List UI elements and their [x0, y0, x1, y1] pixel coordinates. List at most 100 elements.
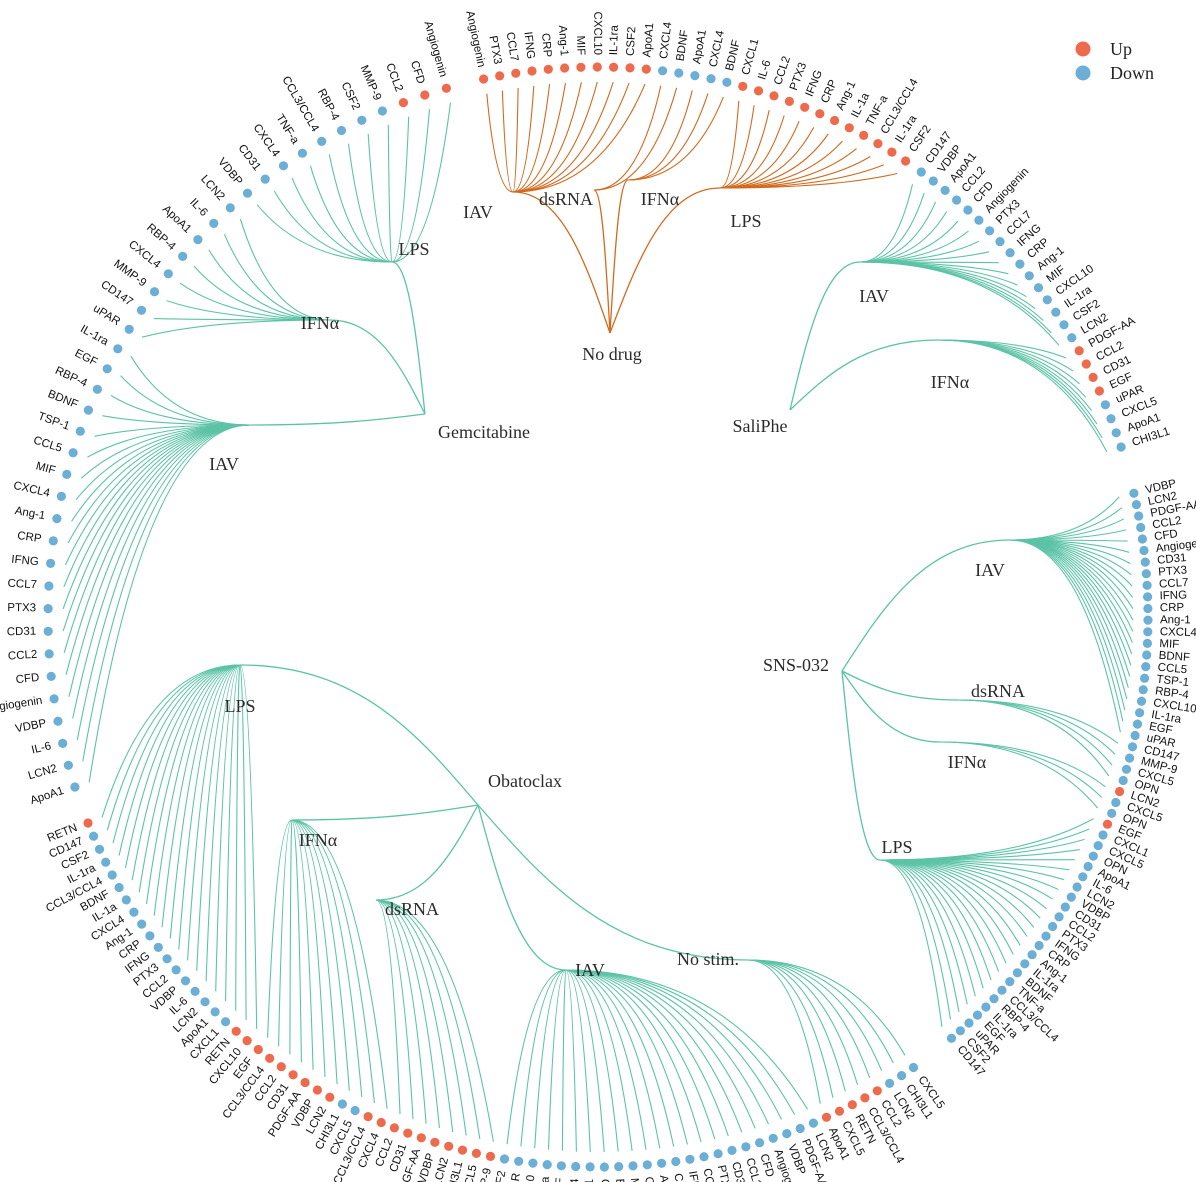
leaf-branch: [291, 819, 363, 1098]
leaf-label: CRP: [539, 33, 553, 59]
leaf-marker-up: [830, 115, 840, 126]
leaf-branch: [512, 85, 535, 193]
leaf-label: CCL7: [701, 1167, 718, 1182]
leaf-marker-down: [571, 1161, 581, 1172]
subgroup-branch-sns-lps: [841, 670, 881, 861]
leaf-label: RBP-4: [568, 1178, 581, 1182]
leaf-branch: [68, 424, 251, 697]
leaf-marker-down: [1142, 638, 1152, 649]
leaf-branch: [1009, 518, 1125, 541]
leaf-marker-down: [657, 1158, 667, 1168]
leaf-marker-down: [149, 287, 160, 297]
leaf-label: IL-1ra: [537, 1175, 552, 1182]
leaf-marker-up: [834, 1106, 845, 1116]
leaf-label: TSP-1: [1156, 674, 1190, 690]
leaf-branch: [534, 969, 567, 1149]
leaf-marker-down: [209, 218, 219, 228]
leaf-branch: [118, 664, 241, 856]
subgroup-label-saliphe-ifna: IFNα: [931, 372, 970, 392]
leaf-marker-down: [1107, 808, 1117, 819]
leaf-branch: [747, 959, 894, 1064]
leaf-marker-down: [171, 965, 181, 975]
leaf-branch: [101, 664, 241, 818]
leaf-label: Angiogenin: [421, 20, 448, 79]
leaf-label: PTX3: [715, 1164, 733, 1182]
leaf-marker-down: [514, 1156, 524, 1166]
leaf-marker-up: [901, 156, 911, 166]
leaf-marker-down: [727, 1145, 737, 1155]
subgroup-branch-oba-iav: [477, 804, 567, 971]
leaf-label: IL-6: [30, 740, 52, 756]
group-label-saliphe: SaliPhe: [732, 416, 787, 436]
leaf-branch: [747, 959, 834, 1098]
leaf-marker-up: [288, 1070, 298, 1080]
leaf-branch: [512, 83, 646, 193]
subgroup-branch-gem-ifna: [329, 319, 426, 415]
leaf-label: TNF-a: [273, 112, 301, 146]
leaf-marker-down: [163, 269, 173, 279]
leaf-marker-down: [1125, 753, 1135, 763]
leaf-label: IFNG: [1159, 589, 1187, 602]
leaf-label: BDNF: [613, 1178, 626, 1182]
leaf-marker-down: [1111, 797, 1121, 808]
leaf-marker-down: [1141, 569, 1151, 579]
leaf-branch: [1009, 496, 1120, 541]
leaf-marker-up: [543, 64, 553, 74]
leaf-branch: [375, 899, 440, 1128]
leaf-marker-down: [357, 115, 367, 125]
leaf-label: IFNG: [11, 554, 40, 569]
leaf-label: PTX3: [7, 602, 36, 614]
branch-layer: [62, 81, 1134, 1153]
leaf-branch: [65, 424, 251, 675]
leaf-marker-up: [403, 1128, 413, 1138]
leaf-label: Angiogenin: [0, 695, 43, 715]
leaf-branch: [256, 204, 393, 263]
leaf-marker-down: [242, 188, 253, 198]
leaf-label: CD147: [98, 279, 134, 309]
subgroup-branch-nodrug-iav: [512, 191, 611, 334]
leaf-marker-down: [75, 426, 85, 436]
leaf-marker-down: [1139, 545, 1149, 556]
leaf-marker-up: [511, 68, 521, 78]
leaf-branch: [719, 109, 770, 189]
leaf-branch: [565, 969, 688, 1145]
leaf-label: RBP-4: [1154, 685, 1190, 701]
subgroup-label-sns-dsrna: dsRNA: [971, 681, 1025, 701]
leaf-branch: [208, 249, 331, 321]
leaf-branch: [65, 424, 251, 566]
leaf-label: TSP-1: [583, 1179, 595, 1182]
leaf-marker-up: [753, 86, 764, 96]
leaf-marker-down: [642, 1160, 652, 1170]
leaf-label: BDNF: [675, 29, 691, 62]
leaf-label: ApoA1: [29, 785, 66, 807]
subgroup-branch-gem-iav: [249, 413, 426, 426]
leaf-marker-down: [542, 1160, 552, 1170]
leaf-branch: [110, 395, 251, 426]
leaf-label: MIF: [574, 35, 587, 55]
leaf-label: IL-6: [756, 59, 773, 81]
leaf-marker-down: [58, 738, 68, 749]
leaf-marker-down: [946, 1033, 957, 1043]
leaf-marker-up: [363, 1112, 373, 1122]
leaf-marker-down: [1093, 841, 1103, 851]
leaf-branch: [187, 664, 241, 961]
leaf-marker-down: [1118, 775, 1128, 786]
subgroup-branch-sns-dsrna: [841, 670, 959, 701]
leaf-marker-up: [859, 130, 869, 140]
leaf-marker-up: [325, 1092, 335, 1102]
leaf-marker-down: [260, 174, 270, 184]
leaf-marker-down: [1142, 650, 1152, 660]
leaf-branch: [1009, 539, 1134, 632]
leaf-label: uPAR: [91, 303, 122, 329]
leaf-branch: [291, 177, 393, 263]
leaf-label: BDNF: [1158, 650, 1190, 664]
leaf-marker-down: [114, 882, 124, 893]
leaf-marker-down: [1116, 442, 1126, 452]
leaf-branch: [387, 124, 393, 263]
subgroup-label-oba-iav: IAV: [575, 960, 605, 980]
leaf-marker-down: [1034, 940, 1044, 951]
leaf-label: CD31: [235, 142, 262, 173]
leaf-branch: [547, 969, 567, 1150]
leaf-label: MIF: [1159, 638, 1179, 651]
